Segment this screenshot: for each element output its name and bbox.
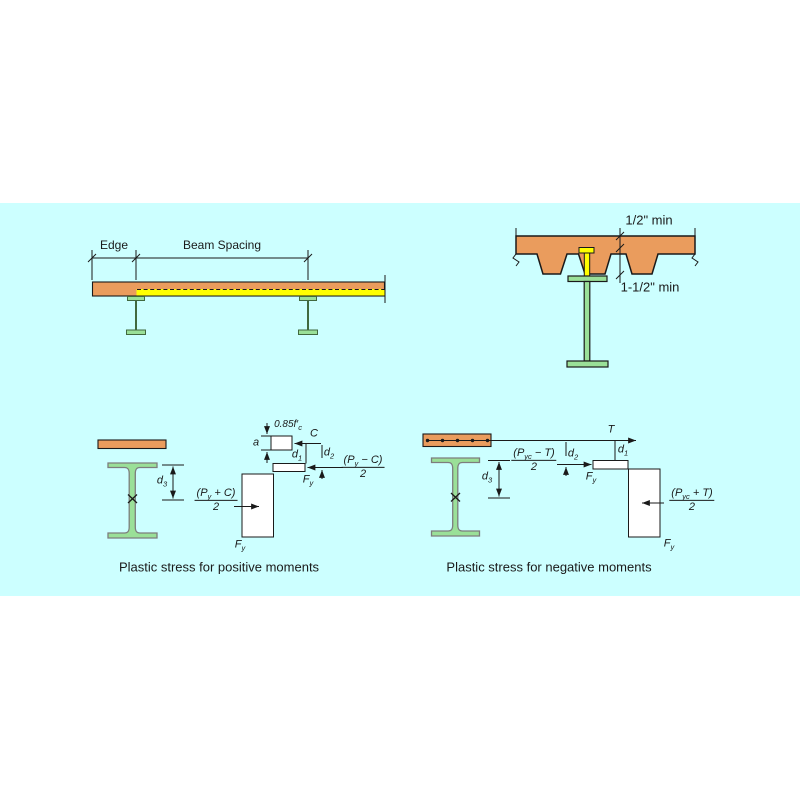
stud-min-label: 1-1/2" min — [620, 279, 680, 295]
flange-stress-block — [272, 463, 306, 472]
positive-caption: Plastic stress for positive moments — [118, 559, 320, 575]
negative-stress-diagram — [422, 433, 664, 538]
deck-section-diagram — [512, 228, 699, 368]
web-force-label: (Py + C) 2 — [194, 486, 238, 513]
negative-caption: Plastic stress for negative moments — [446, 559, 652, 575]
c-force-label: C — [310, 427, 318, 440]
flange-force-label: (Py − C) 2 — [341, 453, 385, 480]
cover-min-label: 1/2" min — [625, 212, 673, 228]
steel-beam — [566, 275, 609, 368]
d3-label: d3 — [481, 470, 493, 485]
dimension-extension-lines — [91, 250, 309, 280]
t-force-label: T — [607, 423, 615, 436]
a-dimension — [261, 423, 271, 463]
steel-beam — [107, 462, 158, 539]
d2-label: d2 — [323, 446, 335, 461]
slab-on-metal-deck — [515, 235, 696, 275]
fy-flange-label: Fy — [302, 473, 314, 488]
a-label: a — [252, 436, 260, 449]
centroid-mark — [450, 492, 461, 502]
effective-width-strip — [136, 289, 385, 296]
d1-label: d1 — [291, 448, 303, 463]
d3-dimension — [162, 464, 184, 501]
flange-force-label: (Pyc − T) 2 — [511, 446, 557, 473]
beam-spacing-diagram — [87, 250, 386, 335]
web-force-label: (Pyc + T) 2 — [669, 486, 715, 513]
concrete-stress-label: 0.85f′c — [274, 419, 302, 432]
beam-spacing-label: Beam Spacing — [182, 238, 262, 252]
dimension-ticks — [615, 231, 625, 280]
d3-dimension — [488, 460, 510, 499]
d1-label: d1 — [617, 443, 629, 458]
centroid-mark — [127, 494, 138, 504]
positive-stress-diagram — [97, 423, 343, 539]
steel-beam-left — [126, 296, 146, 335]
concrete-slab — [97, 439, 167, 450]
break-mark-left — [512, 253, 520, 267]
flange-stress-block — [592, 460, 629, 470]
concrete-compression-block — [270, 435, 293, 451]
dimension-ticks — [87, 253, 313, 263]
fy-web-label: Fy — [663, 537, 675, 552]
steel-beam-right — [298, 296, 318, 335]
d2-label: d2 — [567, 447, 579, 462]
rebar-dots — [425, 438, 490, 443]
fy-flange-label: Fy — [585, 470, 597, 485]
fy-web-label: Fy — [234, 538, 246, 553]
d3-label: d3 — [156, 474, 168, 489]
break-mark-right — [691, 253, 699, 267]
web-stress-block — [241, 473, 274, 538]
edge-label: Edge — [99, 238, 129, 252]
